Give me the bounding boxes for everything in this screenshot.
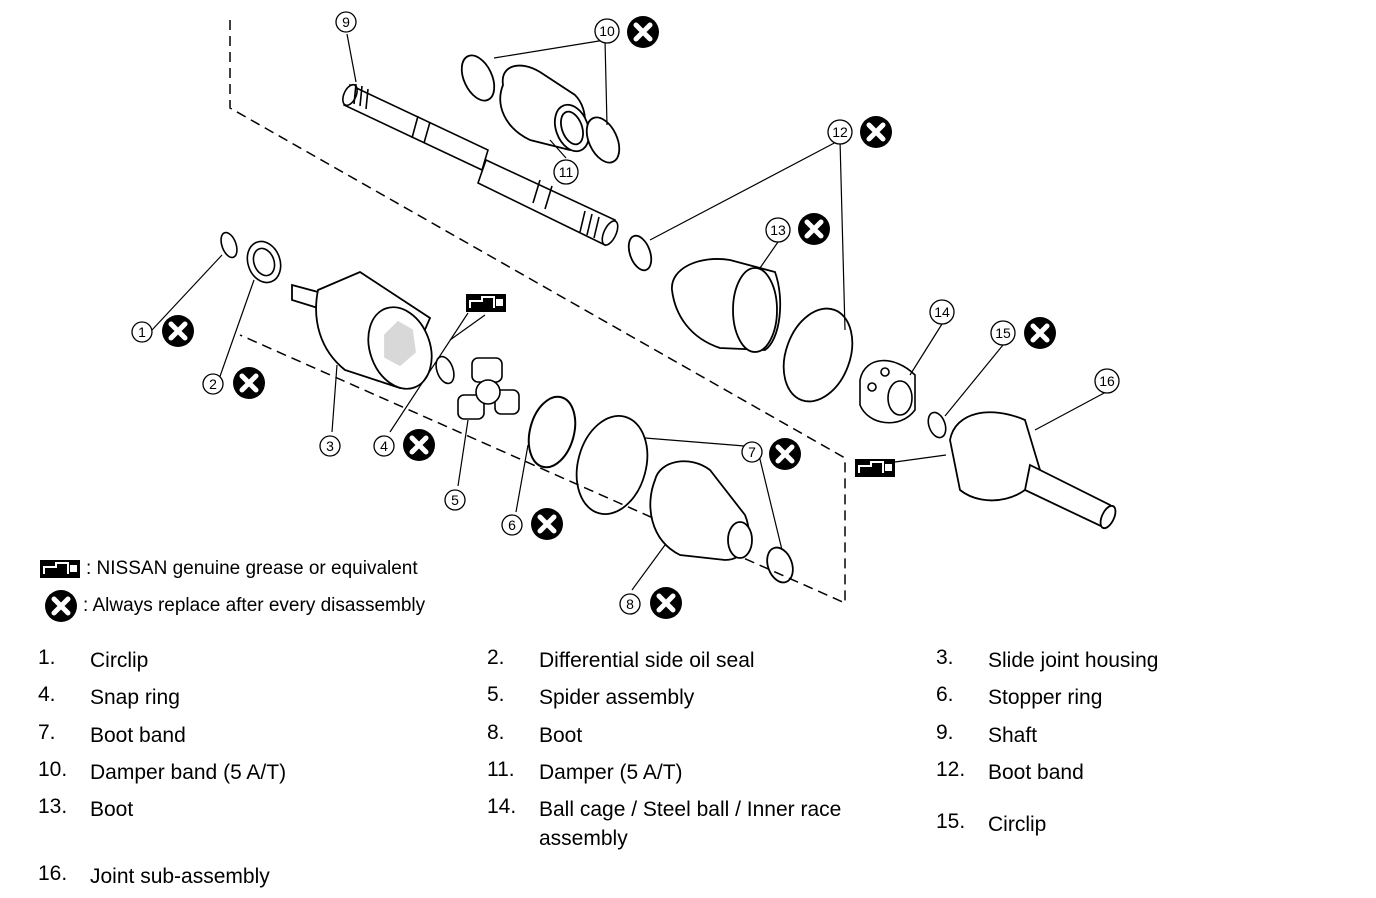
joint-sub-assembly: [949, 411, 1117, 530]
replace-icon: [627, 16, 659, 48]
part-item: 12.Boot band: [936, 758, 1084, 784]
legend-grease-text: : NISSAN genuine grease or equivalent: [86, 558, 418, 579]
replace-icons: [162, 16, 1056, 619]
svg-text:8: 8: [626, 596, 634, 612]
svg-text:6: 6: [508, 517, 516, 533]
replace-icon: [798, 213, 830, 245]
svg-text:11: 11: [559, 164, 574, 180]
replace-icon: [531, 508, 563, 540]
part-item: 15.Circlip: [936, 810, 1047, 836]
part-item: 14.Ball cage / Steel ball / Inner race a…: [487, 795, 842, 850]
grease-icon: [854, 458, 896, 478]
replace-icon: [45, 590, 77, 622]
circlip-and-seal: [220, 231, 282, 284]
boot-and-band-lower: [575, 415, 794, 584]
boot-and-band-upper: [627, 234, 854, 403]
callout-13: 13: [765, 217, 791, 243]
part-item: 2.Differential side oil seal: [487, 646, 755, 672]
svg-text:7: 7: [748, 444, 756, 460]
part-item: 1.Circlip: [38, 646, 149, 672]
callout-15: 15: [990, 320, 1016, 346]
circlip-outer: [927, 411, 947, 439]
grease-icon: [465, 293, 507, 313]
callout-7: 7: [741, 441, 763, 463]
shaft: [342, 83, 619, 247]
part-item: 4.Snap ring: [38, 683, 180, 709]
part-item: 13.Boot: [38, 795, 134, 821]
svg-text:15: 15: [995, 325, 1011, 341]
part-item: 9.Shaft: [936, 721, 1038, 747]
part-item: 11.Damper (5 A/T): [487, 758, 683, 784]
callout-4: 4: [373, 435, 395, 457]
svg-text:12: 12: [832, 124, 848, 140]
svg-text:4: 4: [380, 438, 388, 454]
svg-text:5: 5: [451, 492, 459, 508]
leader-lines: [151, 33, 1107, 591]
snap-ring: [435, 355, 455, 385]
callout-2: 2: [202, 373, 224, 395]
callout-numbers: 1 2 3 4 5 6 7 8 9 10 11 12 13 14 15 16: [131, 11, 1120, 615]
callout-6: 6: [501, 514, 523, 536]
slide-joint-housing: [291, 270, 433, 390]
spider-assembly: [457, 357, 520, 420]
callout-10: 10: [594, 18, 620, 44]
grease-icon: [40, 560, 80, 578]
part-item: 8.Boot: [487, 721, 583, 747]
part-item: 7.Boot band: [38, 721, 186, 747]
part-item: 16.Joint sub-assembly: [38, 862, 270, 888]
exploded-drive-shaft-diagram: 1 2 3 4 5 6 7 8 9 10 11 12 13 14 15 16: [131, 11, 1120, 630]
assembly-outline: [229, 20, 846, 605]
callout-8: 8: [619, 593, 641, 615]
replace-icon: [403, 429, 435, 461]
callout-3: 3: [319, 435, 341, 457]
svg-text:10: 10: [599, 23, 615, 39]
callout-12: 12: [827, 119, 853, 145]
part-item: 6.Stopper ring: [936, 683, 1103, 709]
svg-text:13: 13: [770, 222, 786, 238]
replace-icon: [650, 587, 682, 619]
callout-11: 11: [553, 159, 579, 185]
part-item: 10.Damper band (5 A/T): [38, 758, 287, 784]
legend-replace-text: : Always replace after every disassembly: [83, 595, 426, 616]
replace-icon: [233, 367, 265, 399]
callout-16: 16: [1094, 368, 1120, 394]
replace-icon: [162, 315, 194, 347]
svg-text:9: 9: [342, 14, 350, 30]
part-item: 3.Slide joint housing: [936, 646, 1159, 672]
svg-text:3: 3: [326, 438, 334, 454]
stopper-ring: [527, 395, 577, 469]
replace-icon: [1024, 317, 1056, 349]
damper-assembly: [460, 54, 621, 164]
part-item: 5.Spider assembly: [487, 683, 695, 709]
callout-14: 14: [929, 299, 955, 325]
legend-grease: : NISSAN genuine grease or equivalent: [38, 558, 418, 580]
svg-text:14: 14: [934, 304, 950, 320]
replace-icon: [769, 438, 801, 470]
callout-5: 5: [444, 489, 466, 511]
svg-text:16: 16: [1099, 373, 1115, 389]
callout-9: 9: [335, 11, 357, 33]
callout-1: 1: [131, 321, 153, 343]
legend-replace: : Always replace after every disassembly: [43, 588, 425, 624]
replace-icon: [860, 116, 892, 148]
svg-text:2: 2: [209, 376, 217, 392]
svg-text:1: 1: [138, 324, 146, 340]
ball-cage: [859, 359, 916, 424]
